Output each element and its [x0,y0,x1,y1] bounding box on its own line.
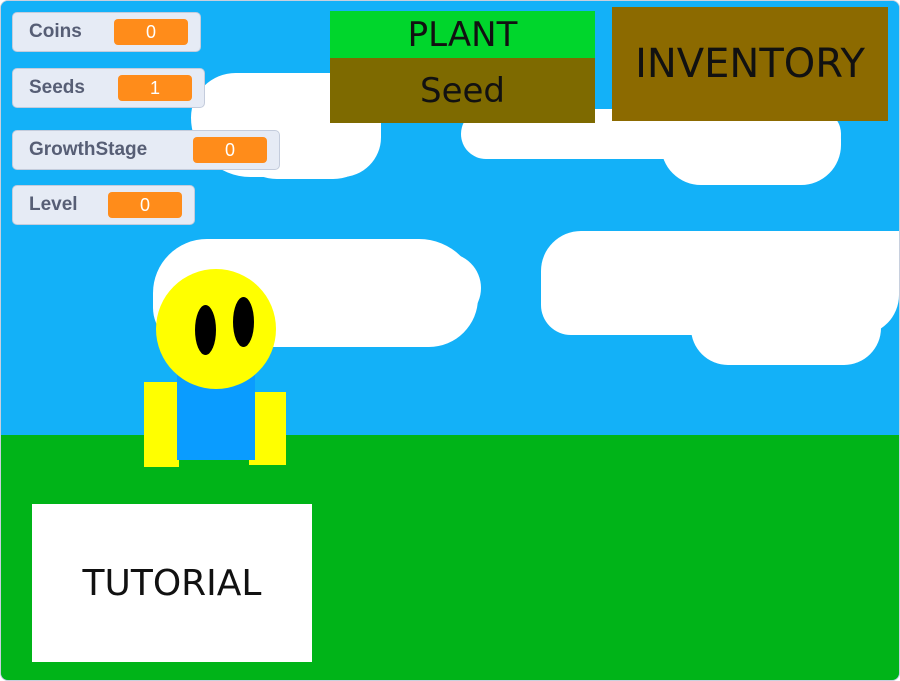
player-character[interactable] [141,266,291,471]
tutorial-button[interactable]: TUTORIAL [32,504,312,662]
growthstage-monitor: GrowthStage 0 [12,130,280,170]
inventory-button[interactable]: INVENTORY [612,7,888,121]
character-right-arm [249,392,286,465]
coins-monitor: Coins 0 [12,12,201,52]
level-value: 0 [108,192,182,218]
cloud-2-part [661,109,841,185]
plant-button[interactable]: PLANT [330,11,595,58]
character-left-eye [195,305,216,355]
character-left-arm [144,382,179,467]
coins-value: 0 [114,19,188,45]
character-head [156,269,276,389]
seed-button[interactable]: Seed [330,58,595,123]
growthstage-label: GrowthStage [29,139,148,160]
cloud-4-part [691,291,881,365]
character-right-eye [233,297,254,347]
seeds-label: Seeds [29,77,85,98]
seeds-value: 1 [118,75,192,101]
level-monitor: Level 0 [12,185,195,225]
cloud-3-part [381,253,481,323]
level-label: Level [29,194,78,215]
seeds-monitor: Seeds 1 [12,68,205,108]
coins-label: Coins [29,21,82,42]
growthstage-value: 0 [193,137,267,163]
